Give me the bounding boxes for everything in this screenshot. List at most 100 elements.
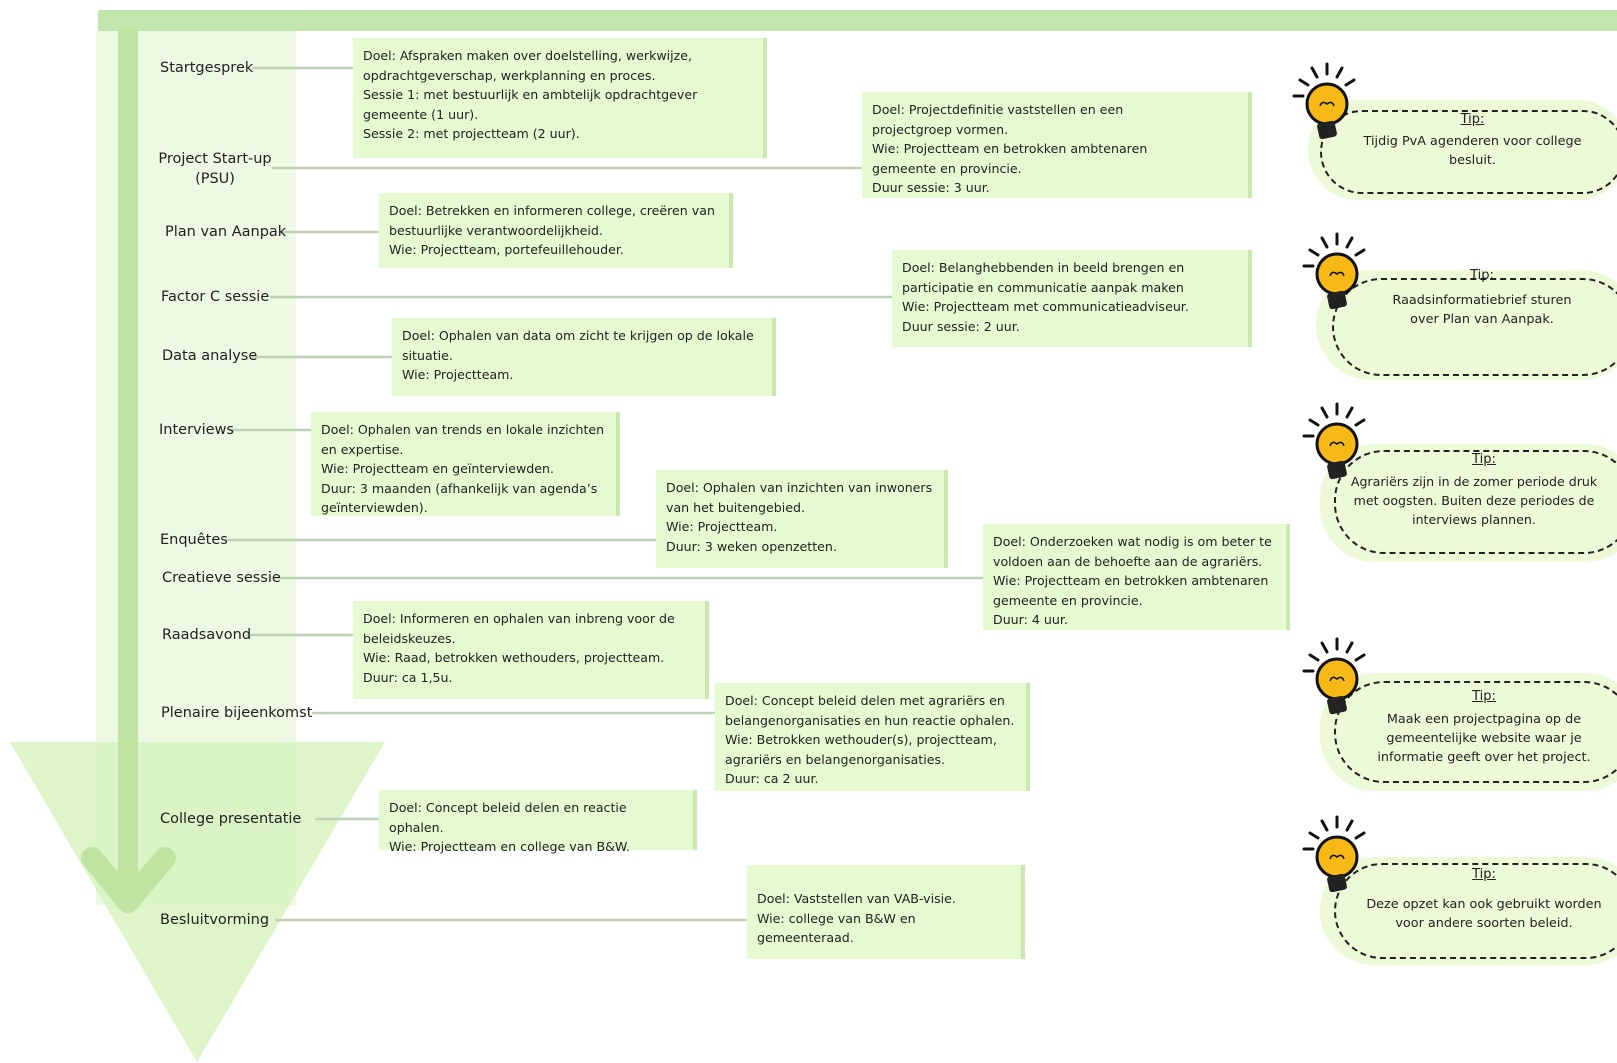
step-factorc: Factor C sessie [161, 289, 270, 305]
tip-title: Tip: [1472, 867, 1496, 882]
box-enquetes: Doel: Ophalen van inzichten van inwoners… [656, 470, 948, 568]
box-line: Wie: Projectteam en betrokken ambtenaren [993, 573, 1269, 589]
box-line: Duur: ca 2 uur. [725, 771, 819, 787]
tip-line: interviews plannen. [1412, 512, 1536, 527]
box-creatief: Doel: Onderzoeken wat nodig is om beter … [983, 524, 1290, 630]
box-psu: Doel: Projectdefinitie vaststellen en ee… [862, 92, 1252, 198]
tip-title: Tip: [1460, 112, 1485, 127]
box-line: Wie: Projectteam. [666, 519, 778, 535]
large-down-arrow-shape [10, 742, 385, 1062]
box-line: Wie: Raad, betrokken wethouders, project… [363, 650, 665, 666]
box-line: Duur: 4 uur. [993, 612, 1068, 628]
tip-1: Tip: Tijdig PvA agenderen voor college b… [1300, 70, 1617, 210]
box-besluit: Doel: Vaststellen van VAB-visie. Wie: co… [747, 865, 1025, 959]
box-line: Doel: Betrekken en informeren college, c… [389, 203, 715, 218]
box-line: voldoen aan de behoefte aan de agrariërs… [993, 553, 1263, 569]
tip-line: besluit. [1449, 153, 1496, 168]
box-line: bestuurlijke verantwoordelijkheid. [389, 222, 603, 238]
box-stripe [772, 318, 776, 396]
lightbulb-icon [1302, 637, 1366, 715]
box-line: geïnterviewden). [321, 500, 428, 516]
arrow-shaft [118, 27, 138, 895]
step-plenair: Plenaire bijeenkomst [161, 705, 313, 721]
box-line: Duur: ca 1,5u. [363, 669, 453, 685]
step-psu-line-2: (PSU) [195, 171, 235, 187]
tip-line: informatie geeft over het project. [1377, 750, 1591, 765]
tip-cloud [1334, 681, 1617, 783]
lightbulb-icon [1292, 62, 1356, 140]
box-stripe [1286, 524, 1290, 630]
box-line: participatie en communicatie aanpak make… [902, 279, 1184, 295]
box-line: gemeente (1 uur). [363, 106, 479, 122]
box-line: Wie: Betrokken wethouder(s), projectteam… [725, 732, 997, 748]
tip-title: Tip: [1472, 689, 1496, 704]
tip-cloud [1320, 110, 1617, 194]
tip-2: Tip: Raadsinformatiebrief sturen over Pl… [1300, 240, 1617, 380]
box-raadsavond: Doel: Informeren en ophalen van inbreng … [353, 601, 709, 699]
tip-line: Raadsinformatiebrief sturen [1392, 293, 1572, 308]
step-pva: Plan van Aanpak [165, 224, 287, 240]
box-line: Doel: Onderzoeken wat nodig is om beter … [993, 534, 1272, 549]
box-line: situatie. [402, 347, 453, 363]
box-pva: Doel: Betrekken en informeren college, c… [379, 193, 733, 268]
box-line: gemeente en provincie. [872, 160, 1022, 176]
step-interviews: Interviews [159, 422, 234, 438]
box-line: Doel: Belanghebbenden in beeld brengen e… [902, 260, 1185, 275]
box-startgesprek: Doel: Afspraken maken over doelstelling,… [353, 38, 767, 158]
box-line: Duur: 3 maanden (afhankelijk van agenda’… [321, 480, 598, 496]
box-line: Duur sessie: 3 uur. [872, 180, 990, 196]
tip-text: Tijdig PvA agenderen voor college beslui… [1320, 132, 1617, 170]
tip-line: Tijdig PvA agenderen voor college [1363, 134, 1582, 149]
tip-4: Tip: Maak een projectpagina op de gemeen… [1300, 665, 1617, 791]
tip-title: Tip: [1470, 268, 1494, 283]
tip-title: Tip: [1472, 452, 1496, 467]
lightbulb-icon [1302, 815, 1366, 893]
connector-lines [225, 66, 985, 922]
box-line: opdrachtgeverschap, werkplanning en proc… [363, 67, 656, 83]
box-line: Doel: Ophalen van data om zicht te krijg… [402, 328, 754, 343]
box-line: Doel: Ophalen van trends en lokale inzic… [321, 422, 605, 437]
timeline-header-band [98, 10, 1617, 31]
box-line: Doel: Informeren en ophalen van inbreng … [363, 611, 675, 626]
tip-cloud [1334, 450, 1617, 554]
box-line: belangenorganisaties en hun reactie opha… [725, 712, 1015, 728]
box-line: Sessie 2: met projectteam (2 uur). [363, 126, 580, 142]
tip-line: met oogsten. Buiten deze periodes de [1353, 493, 1595, 508]
box-line: Wie: Projectteam. [402, 367, 514, 383]
box-line: Wie: Projectteam en betrokken ambtenaren [872, 141, 1148, 157]
box-stripe [705, 601, 709, 699]
box-stripe [616, 412, 620, 516]
box-line: Wie: Projectteam en college van B&W. [389, 839, 630, 855]
box-line: Wie: Projectteam en geïnterviewden. [321, 461, 554, 477]
step-raadsavond: Raadsavond [162, 627, 252, 643]
box-line: Duur sessie: 2 uur. [902, 318, 1020, 334]
step-psu: Project Start-up (PSU) [155, 149, 275, 189]
box-line: agrariërs en belangenorganisaties. [725, 751, 946, 767]
box-line: Doel: Concept beleid delen met agrariërs… [725, 693, 1005, 708]
box-line: Wie: Projectteam met communicatieadviseu… [902, 299, 1189, 315]
step-besluit: Besluitvorming [160, 912, 270, 928]
tip-5: Tip: Deze opzet kan ook gebruikt worden … [1300, 845, 1617, 970]
box-line: Doel: Concept beleid delen en reactie op… [389, 800, 627, 835]
box-factorc: Doel: Belanghebbenden in beeld brengen e… [892, 250, 1252, 347]
tip-line: Agrariërs zijn in de zomer periode druk [1350, 474, 1598, 489]
tip-text: Agrariërs zijn in de zomer periode druk … [1324, 472, 1617, 529]
tip-3: Tip: Agrariërs zijn in de zomer periode … [1300, 420, 1617, 562]
tip-cloud [1332, 278, 1617, 376]
box-stripe [1248, 250, 1252, 347]
step-enquetes: Enquêtes [160, 532, 228, 548]
box-interviews: Doel: Ophalen van trends en lokale inzic… [311, 412, 620, 516]
box-stripe [944, 470, 948, 568]
box-line: Doel: Ophalen van inzichten van inwoners [666, 480, 933, 495]
box-line: Doel: Vaststellen van VAB-visie. [757, 891, 956, 906]
box-line: Sessie 1: met bestuurlijk en ambtelijk o… [363, 87, 698, 103]
tip-cloud [1334, 863, 1617, 959]
box-line: projectgroep vormen. [872, 121, 1009, 137]
tip-text: Deze opzet kan ook gebruikt worden voor … [1334, 895, 1617, 933]
step-college: College presentatie [160, 811, 302, 827]
step-creatief: Creatieve sessie [162, 570, 281, 586]
tip-text: Raadsinformatiebrief sturen over Plan va… [1332, 291, 1617, 329]
tip-line: voor andere soorten beleid. [1395, 916, 1573, 931]
lightbulb-icon [1302, 232, 1366, 310]
